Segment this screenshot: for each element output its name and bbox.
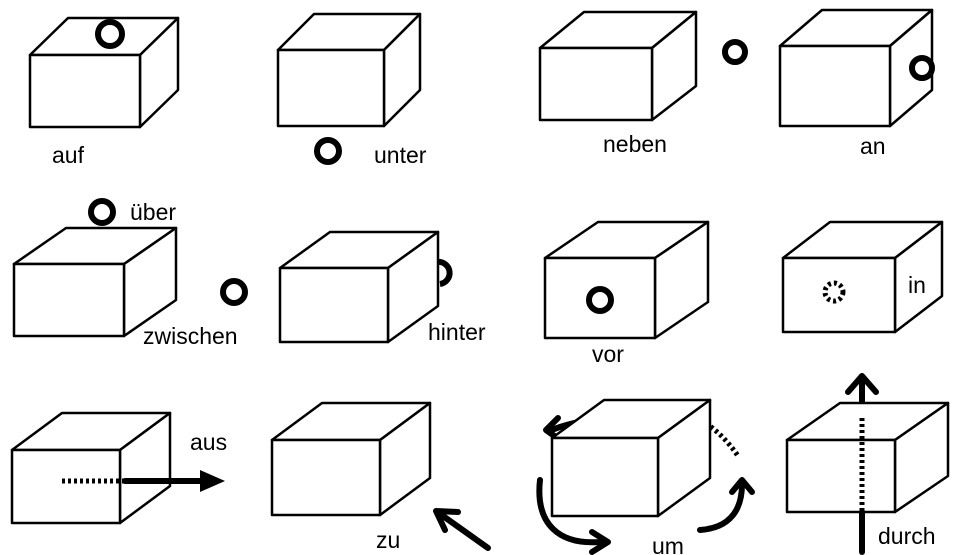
cube-zu	[270, 401, 432, 517]
arrowhead-aus	[200, 470, 225, 492]
ring-ueber	[88, 198, 116, 226]
label-zwischen: zwischen	[143, 323, 238, 349]
cube-vor	[543, 220, 710, 340]
label-auf: auf	[52, 142, 85, 168]
label-in: in	[908, 272, 926, 298]
label-um: um	[652, 533, 684, 555]
arrow-um-bottom	[536, 477, 603, 546]
label-unter: unter	[374, 142, 427, 168]
arrowhead-um-bottom	[589, 529, 611, 555]
ring-unter	[314, 137, 342, 165]
cube-in	[781, 220, 944, 334]
cube-aus	[10, 411, 172, 525]
arrow-zu	[440, 513, 491, 551]
dashed-ring-in	[822, 280, 846, 304]
cube-neben	[538, 10, 698, 122]
arrowhead-zu	[433, 508, 461, 533]
label-durch: durch	[878, 523, 936, 549]
ring-an	[909, 55, 935, 81]
cube-unter	[276, 12, 422, 128]
ring-hinter	[436, 258, 453, 287]
cube-auf	[28, 16, 180, 129]
cube-ueber	[12, 226, 178, 338]
cube-an	[778, 8, 934, 128]
label-vor: vor	[592, 341, 624, 367]
ring-zwischen	[220, 278, 248, 306]
cube-um	[550, 398, 712, 518]
arrowhead-um-right	[729, 477, 755, 495]
cube-hinter	[278, 230, 440, 344]
cube-durch	[785, 401, 950, 514]
label-hinter: hinter	[428, 319, 486, 345]
label-neben: neben	[603, 131, 667, 157]
label-ueber: über	[130, 199, 176, 225]
label-zu: zu	[376, 527, 400, 553]
label-an: an	[860, 133, 886, 159]
ring-vor	[586, 286, 614, 314]
arrowhead-durch	[845, 373, 879, 395]
label-aus: aus	[190, 429, 227, 455]
ring-auf	[95, 19, 125, 49]
ring-neben	[722, 39, 748, 65]
arrow-um-right	[697, 481, 745, 533]
